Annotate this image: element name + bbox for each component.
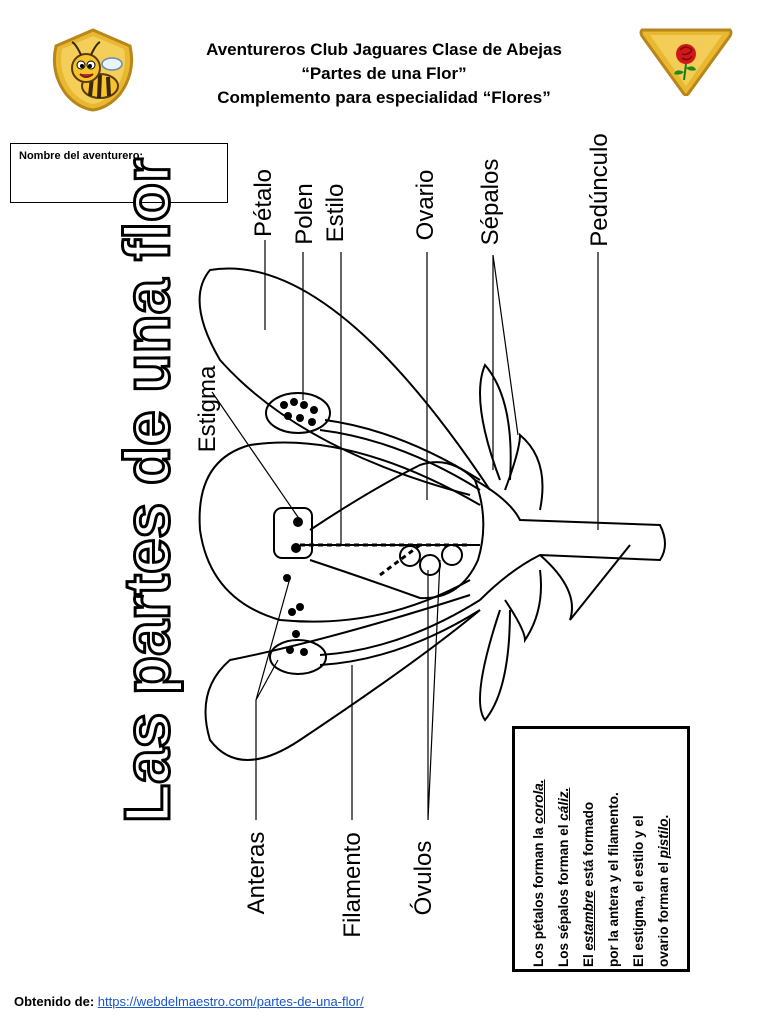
info-line-1: Los pétalos forman la corola. [531,779,546,967]
label-filamento: Filamento [339,832,366,938]
header-line-1: Aventureros Club Jaguares Clase de Abeja… [206,40,562,59]
sepal-upper [479,363,512,481]
info-line-6: ovario forman el pistilo. [656,814,671,967]
source-footer: Obtenido de: https://webdelmaestro.com/p… [14,994,364,1009]
ovary [309,461,485,600]
bee-badge-icon [52,28,134,112]
sepal-lower [479,609,511,722]
page-header: Aventureros Club Jaguares Clase de Abeja… [150,38,618,110]
info-line-2: Los sépalos forman el cáliz. [556,787,571,967]
info-line-3: El estambre está formado [581,801,596,967]
stigma [273,507,313,559]
label-polen: Polen [291,183,318,245]
label-ovario: Ovario [412,169,439,241]
label-anteras: Anteras [243,831,270,915]
lower-anther [269,639,327,675]
info-line-4: por la antera y el filamento. [606,792,621,967]
label-estilo: Estilo [322,183,349,243]
rose-badge-icon [639,28,733,96]
label-sepalos: Sépalos [477,158,504,246]
source-link[interactable]: https://webdelmaestro.com/partes-de-una-… [97,994,364,1009]
info-text: Los pétalos forman la corola. Los sépalo… [526,731,676,967]
info-line-5: El estigma, el estilo y el [631,815,646,967]
upper-anther [265,392,331,434]
header-line-3: Complemento para especialidad “Flores” [217,88,551,107]
flower-diagram [198,240,666,821]
sepal-lower-2 [504,569,542,644]
label-estigma: Estigma [194,365,221,453]
page-title: Las partes de una flor [110,156,185,824]
name-field-label: Nombre del aventurero: [19,150,144,162]
sepal-upper-2 [504,432,544,511]
lower-petal [204,594,481,761]
upper-petal [198,267,491,496]
info-box: Los pétalos forman la corola. Los sépalo… [512,726,690,972]
source-prefix: Obtenido de: [14,994,98,1009]
label-ovulos: Óvulos [410,840,437,916]
label-pedunculo: Pedúnculo [586,133,613,247]
header-line-2: “Partes de una Flor” [301,64,467,83]
name-field-box: Nombre del aventurero: [10,143,228,203]
middle-petal [198,441,481,623]
label-petalo: Pétalo [250,168,277,238]
